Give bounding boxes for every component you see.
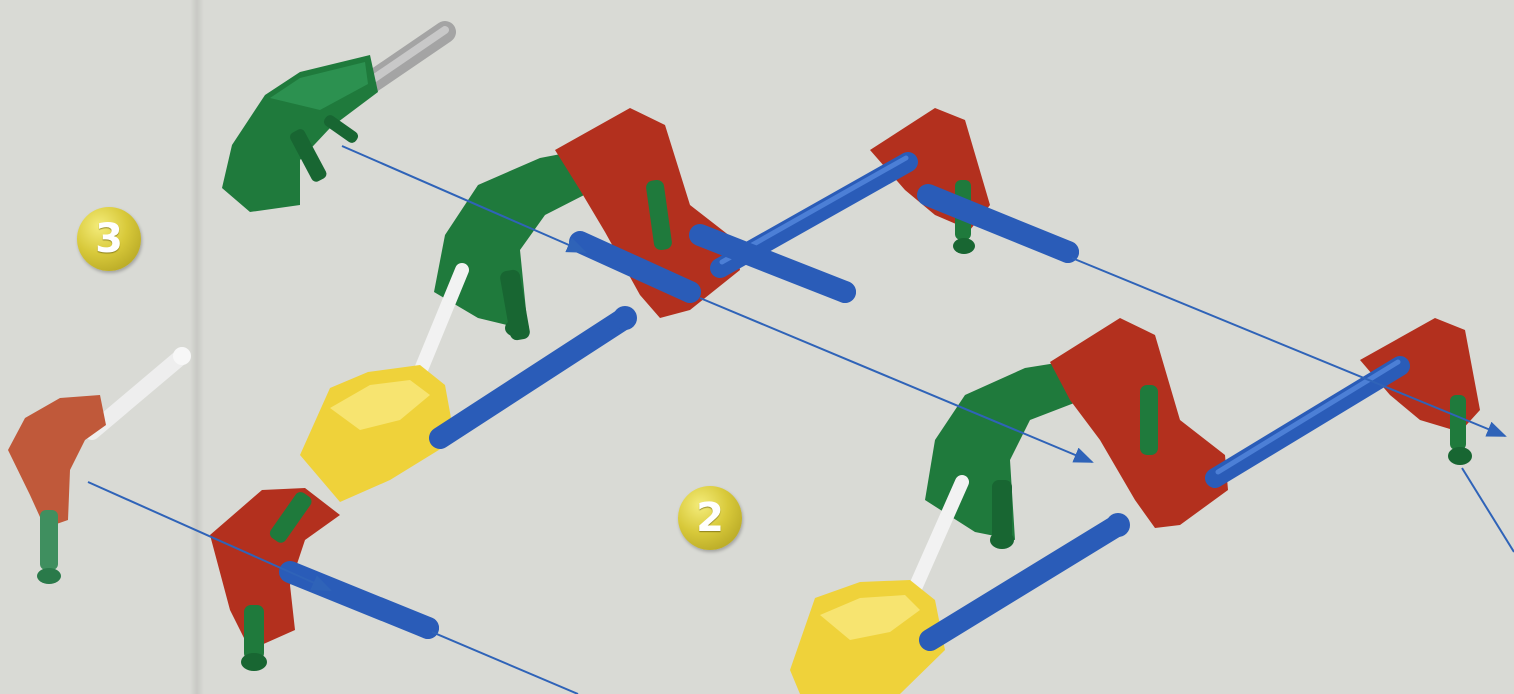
step-number-badge-3: 3 [77, 207, 141, 271]
white-rod-far-left [92, 347, 191, 432]
red-connector-upper-zigzag [555, 108, 740, 318]
step-number: 3 [95, 216, 123, 262]
red-connector-lower-right-zigzag [1050, 318, 1228, 528]
blue-rod-lower-right-diagonal [1215, 362, 1400, 478]
assembly-arrow [432, 632, 578, 694]
assembly-arrow [1462, 468, 1514, 552]
step-number-badge-2: 2 [678, 486, 742, 550]
red-connector-far-left [8, 395, 106, 584]
blue-rod-upper-horizontal-c [928, 195, 1079, 263]
green-connector-top-left [222, 55, 378, 212]
step-number: 2 [696, 495, 724, 541]
green-connector-upper [434, 150, 590, 341]
blue-rod-lower-right-short [930, 513, 1130, 640]
red-connector-lower-right-end [1360, 318, 1480, 465]
blue-rod-lower-left-diagonal [440, 306, 637, 438]
